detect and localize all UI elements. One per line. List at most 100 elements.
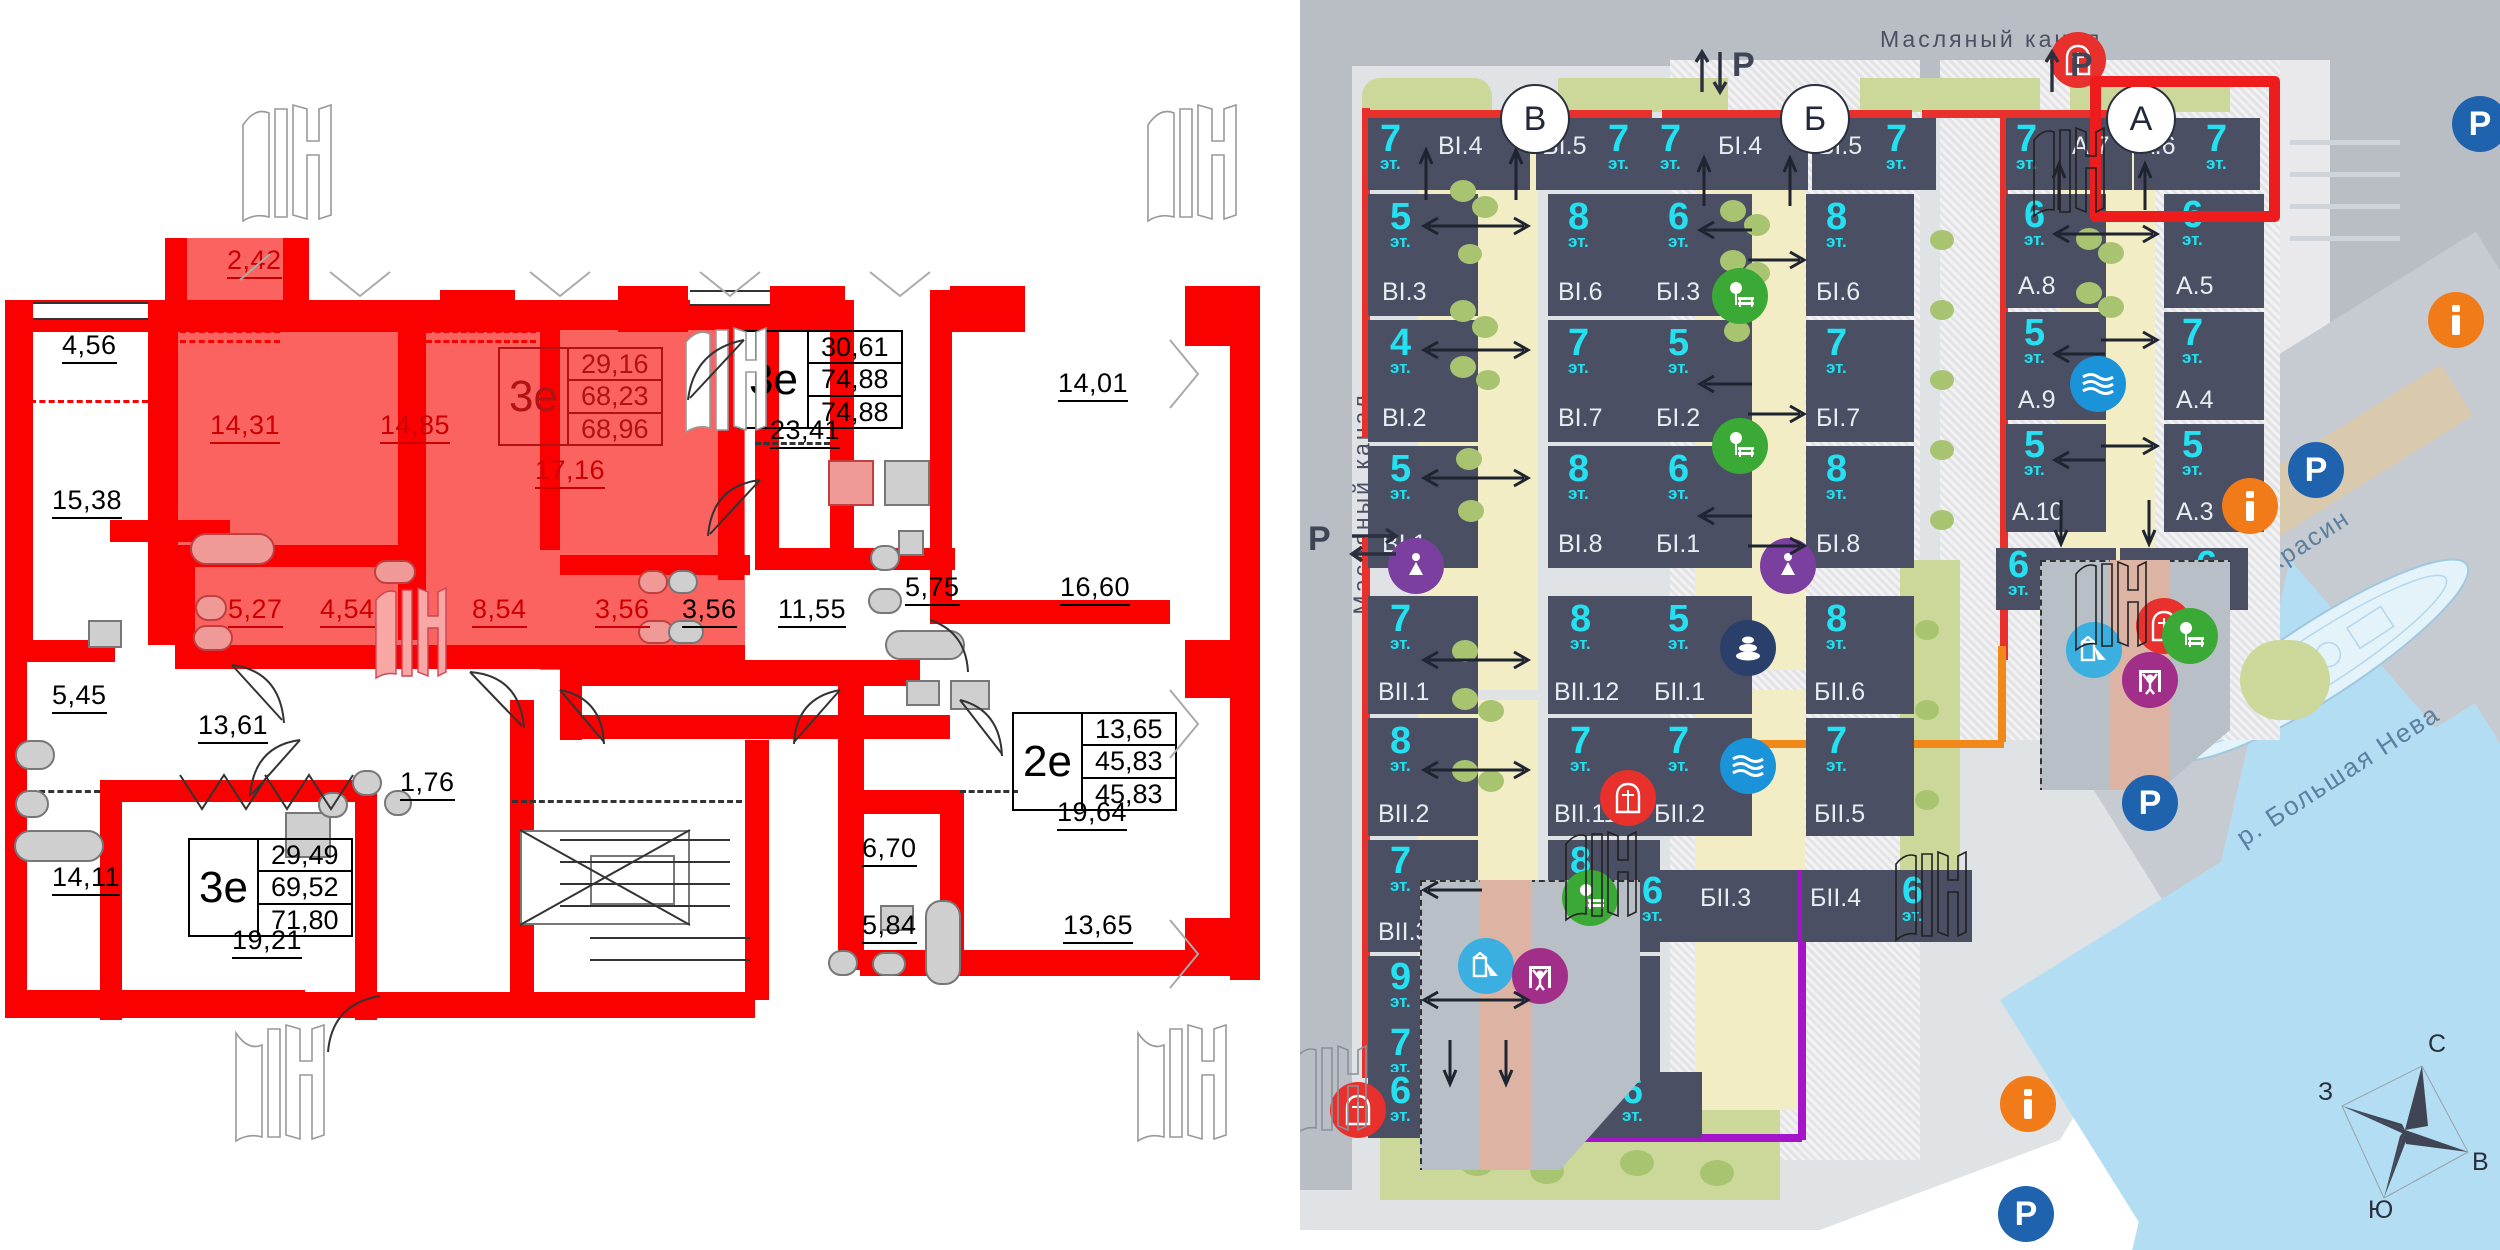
parking-label: P (1732, 46, 1755, 84)
tree-icon (1452, 688, 1478, 710)
park-bench-icon[interactable] (1712, 268, 1768, 324)
parking-icon[interactable]: P (1998, 1186, 2054, 1242)
info-icon[interactable] (2222, 478, 2278, 534)
area-label: 19,64 (1057, 797, 1128, 831)
gate-icon[interactable] (1600, 770, 1656, 826)
yoga-icon[interactable] (1388, 538, 1444, 594)
sink-icon (318, 792, 348, 818)
floors-suffix: эт. (1668, 232, 1689, 252)
floors-suffix: эт. (1570, 634, 1591, 654)
park-bench-icon[interactable] (1712, 418, 1768, 474)
block-id: БI.3 (1656, 278, 1701, 306)
facade-glyph-icon (235, 1023, 325, 1143)
tree-icon (1620, 1150, 1654, 1176)
site-plan[interactable]: Масляный канал Масляный канал Ледокол Кр… (1300, 0, 2500, 1250)
info-icon[interactable] (2000, 1076, 2056, 1132)
compass-south-label: Ю (2368, 1196, 2394, 1224)
parking-icon[interactable]: P (2122, 775, 2178, 831)
block-А.6[interactable]: А.6 7эт. (2134, 118, 2260, 190)
info-icon[interactable] (2428, 292, 2484, 348)
courtyard-arrows-4 (2051, 160, 2161, 548)
floors-suffix: эт. (2182, 230, 2203, 250)
entrance-marker-v[interactable]: В (1500, 84, 1570, 154)
park-bench-icon[interactable] (2162, 608, 2218, 664)
apartment-area-value: 71,80 (270, 904, 339, 935)
entrance-marker-b[interactable]: Б (1780, 84, 1850, 154)
block-id: БII.1 (1654, 678, 1706, 706)
block-id: БI.2 (1656, 404, 1701, 432)
tree-icon (2076, 282, 2102, 304)
water-icon[interactable] (1720, 738, 1776, 794)
parking-bay (2290, 204, 2400, 209)
tree-icon (1930, 300, 1954, 320)
floors-count: 8 (1390, 720, 1412, 762)
wall (755, 548, 955, 570)
apartment-label-1[interactable]: 3e 29,16 68,23 68,96 (498, 347, 663, 447)
water-icon[interactable] (2070, 356, 2126, 412)
parking-icon[interactable]: P (2452, 96, 2500, 152)
floors-suffix: эт. (1608, 154, 1629, 174)
floors-suffix: эт. (1668, 756, 1689, 776)
area-label: 23,41 (770, 415, 841, 449)
floors-suffix: эт. (1826, 358, 1847, 378)
wall (283, 238, 309, 304)
wall (1020, 950, 1260, 976)
floors-suffix: эт. (2024, 460, 2045, 480)
floors-count: 8 (1568, 196, 1590, 238)
sink-icon (15, 790, 49, 818)
canal-left (1300, 60, 1352, 1190)
floors-count: 7 (1826, 322, 1848, 364)
block-id: ВI.8 (1558, 530, 1603, 558)
wall (5, 990, 305, 1018)
toilet-icon (193, 625, 233, 651)
floors-count: 6 (1642, 870, 1664, 912)
block-id: БII.6 (1814, 678, 1866, 706)
area-label: 13,61 (198, 710, 269, 744)
block-id: А.9 (2018, 386, 2056, 414)
apartment-code: 2e (1014, 714, 1083, 810)
workout-icon[interactable] (2122, 652, 2178, 708)
block-id: А.8 (2018, 272, 2056, 300)
block-id: А.5 (2176, 272, 2214, 300)
area-label: 14,01 (1058, 368, 1129, 402)
wall (5, 640, 115, 662)
floors-suffix: эт. (1390, 634, 1411, 654)
apartment-label-3[interactable]: 2e 13,65 45,83 45,83 (1012, 712, 1177, 812)
apartment-label-4[interactable]: 3e 29,49 69,52 71,80 (188, 838, 353, 938)
floors-count: 5 (1390, 196, 1412, 238)
block-id: БI.4 (1718, 132, 1763, 160)
playground-icon[interactable] (1458, 938, 1514, 994)
elevator-cabin (590, 855, 675, 905)
tree-icon (1476, 370, 1500, 390)
floors-suffix: эт. (1568, 358, 1589, 378)
floors-suffix: эт. (1568, 232, 1589, 252)
fountain-icon[interactable] (1720, 620, 1776, 676)
parking-icon[interactable]: P (2288, 442, 2344, 498)
wall (838, 680, 864, 970)
stove-icon (880, 905, 914, 931)
purpleline (1798, 870, 1806, 1140)
wall (950, 286, 1025, 332)
sink-icon (374, 560, 416, 584)
stove-icon (906, 680, 940, 706)
tree-icon (1478, 770, 1504, 792)
parking-bay (2290, 140, 2400, 145)
wall (930, 600, 1170, 624)
window-dash (755, 442, 830, 445)
floors-suffix: эт. (1668, 358, 1689, 378)
